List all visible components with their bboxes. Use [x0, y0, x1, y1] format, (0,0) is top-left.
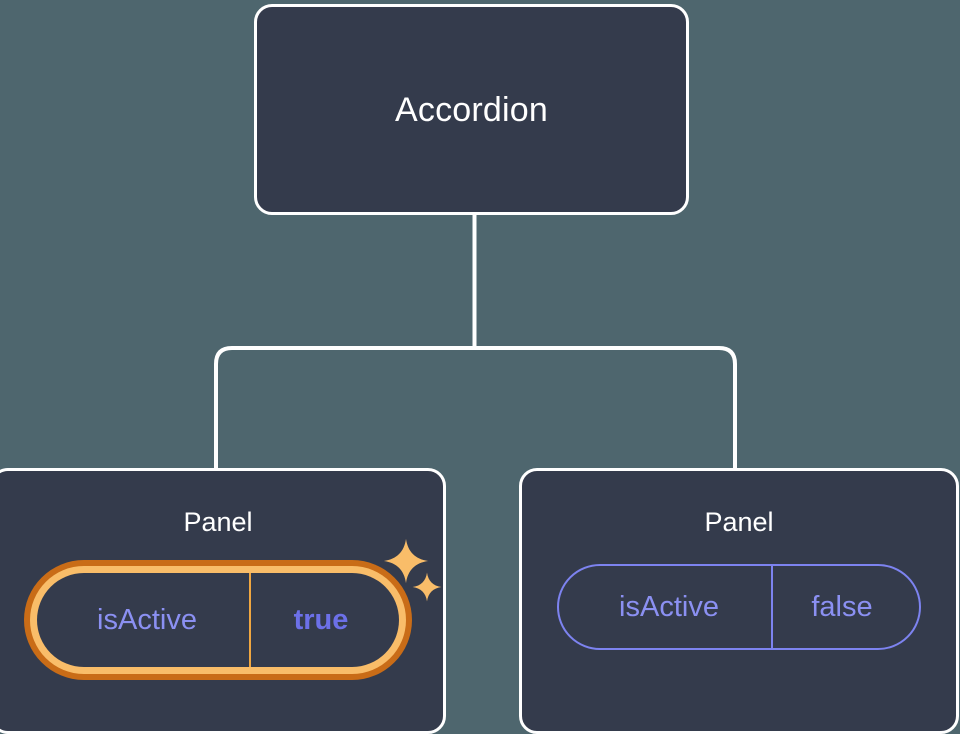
- node-title: Panel: [704, 507, 774, 537]
- prop-pill[interactable]: isActive true: [37, 573, 399, 667]
- edge-to-panel-right: [474, 346, 737, 470]
- prop-pill-highlighted[interactable]: isActive true: [24, 560, 412, 680]
- prop-value: true: [249, 573, 399, 667]
- tree-node-accordion[interactable]: Accordion: [254, 4, 689, 215]
- node-title: Accordion: [395, 90, 548, 129]
- prop-key: isActive: [97, 603, 197, 636]
- tree-node-panel-inactive[interactable]: Panel isActive false: [519, 468, 959, 734]
- prop-value: false: [771, 566, 919, 648]
- prop-pill[interactable]: isActive false: [557, 564, 921, 650]
- node-title: Panel: [183, 507, 253, 537]
- edge-to-panel-left: [214, 346, 475, 470]
- prop-pill-plain[interactable]: isActive false: [557, 536, 921, 650]
- prop-key: isActive: [619, 590, 719, 623]
- tree-node-panel-active[interactable]: Panel isActive true: [0, 468, 446, 734]
